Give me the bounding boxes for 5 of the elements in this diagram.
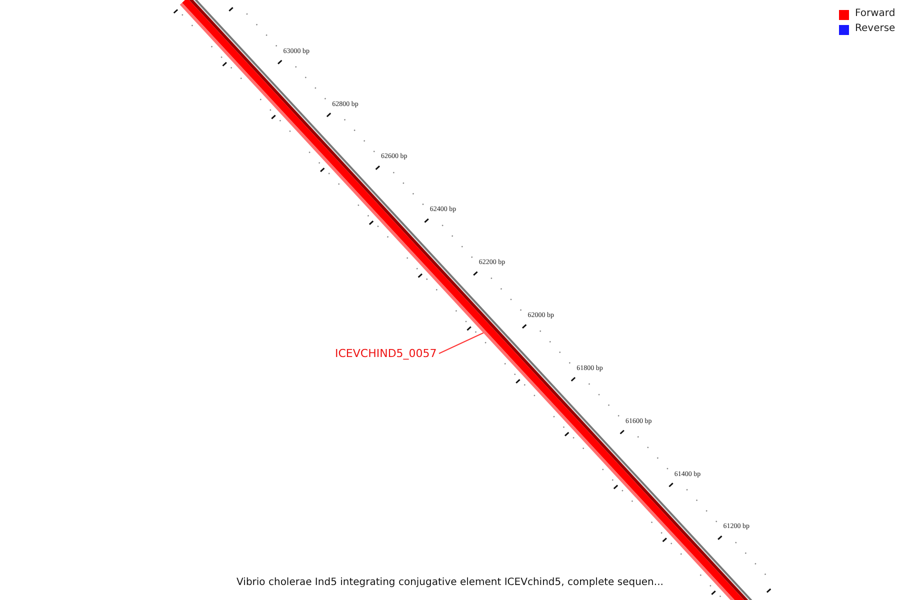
leader-line xyxy=(438,332,484,354)
caption: Vibrio cholerae Ind5 integrating conjugative element ICEVchind5, complete sequen... xyxy=(236,577,664,588)
legend-label: Reverse xyxy=(855,23,896,34)
legend-label: Forward xyxy=(855,8,896,19)
gene-label: ICEVCHIND5_0057 xyxy=(335,347,437,360)
